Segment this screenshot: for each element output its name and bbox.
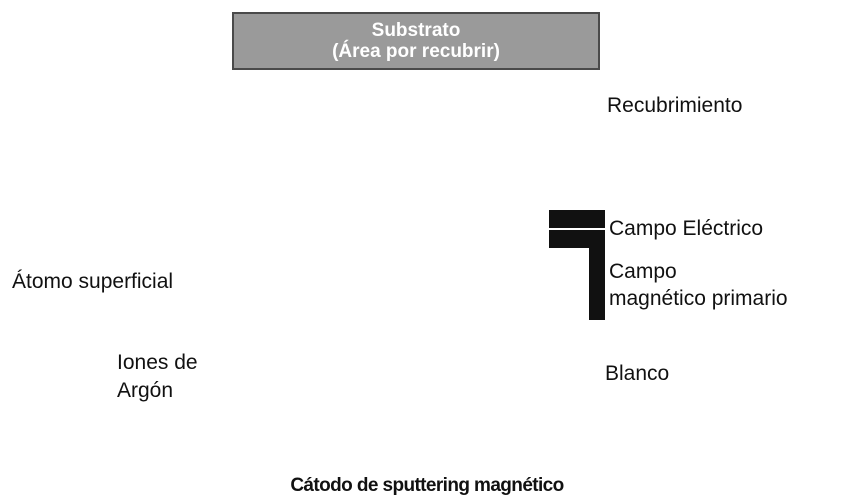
field-legend-symbol bbox=[549, 210, 605, 320]
electric-field-swatch-line bbox=[549, 228, 605, 230]
argon-ions-label-line2: Argón bbox=[117, 379, 174, 402]
argon-ions-label-line1: Iones de bbox=[117, 351, 198, 374]
magnetic-field-swatch bbox=[589, 248, 605, 320]
substrate-box: Substrato (Área por recubrir) bbox=[232, 12, 600, 70]
electric-field-label: Campo Eléctrico bbox=[609, 217, 764, 240]
magnetic-field-label-line2: magnético primario bbox=[609, 287, 788, 310]
substrate-title: Substrato bbox=[371, 20, 461, 41]
target-label: Blanco bbox=[605, 362, 670, 385]
coating-label: Recubrimiento bbox=[607, 94, 743, 117]
substrate-subtitle: (Área por recubrir) bbox=[332, 41, 500, 62]
figure-caption: Cátodo de sputtering magnético bbox=[290, 475, 564, 496]
surface-atom-label: Átomo superficial bbox=[12, 270, 174, 293]
magnetic-field-label-line1: Campo bbox=[609, 260, 677, 283]
